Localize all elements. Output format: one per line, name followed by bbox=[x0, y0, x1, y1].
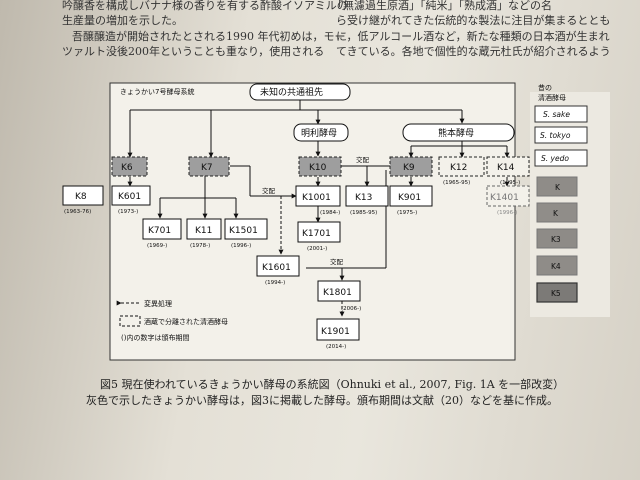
svg-text:K9: K9 bbox=[403, 163, 415, 173]
svg-text:K8: K8 bbox=[75, 192, 87, 202]
svg-text:(2001-): (2001-) bbox=[307, 246, 327, 252]
legend-period-note: ()内の数字は頒布期間 bbox=[121, 333, 189, 342]
svg-text:K: K bbox=[555, 183, 561, 192]
svg-text:(2006-): (2006-) bbox=[341, 306, 361, 312]
svg-text:(1996-): (1996-) bbox=[497, 210, 517, 216]
cross-label: 交配 bbox=[330, 257, 344, 266]
figure-caption-line1: 図5 現在使われているきょうかい酵母の系統図（Ohnuki et al., 20… bbox=[100, 378, 565, 391]
svg-text:(1973-): (1973-) bbox=[118, 209, 138, 215]
svg-text:K14: K14 bbox=[497, 163, 515, 173]
gray-swatch: K3 bbox=[536, 228, 578, 249]
svg-text:S. yedo: S. yedo bbox=[541, 154, 569, 163]
node-K12: K12 (1965-95) bbox=[438, 156, 485, 186]
right-panel-title-1: 昔の bbox=[538, 84, 552, 92]
node-K1701: K1701 (2001-) bbox=[297, 221, 341, 252]
svg-text:K: K bbox=[553, 209, 559, 218]
svg-text:(1963-76): (1963-76) bbox=[64, 209, 91, 215]
cross-label: 交配 bbox=[356, 155, 370, 164]
node-K601: K601 (1973-) bbox=[111, 185, 151, 215]
svg-text:K13: K13 bbox=[355, 193, 372, 203]
svg-text:(1969-): (1969-) bbox=[147, 243, 167, 249]
svg-text:K4: K4 bbox=[551, 262, 561, 271]
node-K6: K6 bbox=[111, 156, 148, 177]
svg-text:K601: K601 bbox=[118, 192, 141, 202]
svg-text:(1978-): (1978-) bbox=[190, 243, 210, 249]
body-text-line: ツァルト没後200年ということも重なり，使用される bbox=[62, 45, 325, 58]
svg-text:K1401: K1401 bbox=[490, 193, 519, 203]
gray-swatch: K5 bbox=[536, 282, 578, 303]
svg-text:S. tokyo: S. tokyo bbox=[540, 131, 571, 140]
svg-text:K1701: K1701 bbox=[302, 229, 331, 239]
svg-text:明利酵母: 明利酵母 bbox=[301, 127, 337, 139]
svg-text:(1995-): (1995-) bbox=[500, 180, 520, 186]
svg-text:K1501: K1501 bbox=[229, 226, 258, 236]
node-K7: K7 bbox=[188, 156, 230, 177]
svg-text:未知の共通祖先: 未知の共通祖先 bbox=[260, 86, 323, 98]
node-K1001: K1001 (1984-) bbox=[295, 185, 341, 216]
species-box: S. tokyo bbox=[534, 126, 588, 144]
body-text-line: 吾醸醸造が開始されたとされる1990 年代初めは，モー bbox=[72, 30, 346, 43]
svg-text:K1801: K1801 bbox=[323, 288, 352, 298]
svg-text:K1601: K1601 bbox=[262, 263, 291, 273]
body-text-line: 「無濾過生原酒」「純米」「熟成酒」などの名 bbox=[332, 0, 552, 12]
svg-text:(2014-): (2014-) bbox=[326, 344, 346, 350]
svg-text:熊本酵母: 熊本酵母 bbox=[438, 127, 474, 139]
node-K13: K13 (1985-95) bbox=[345, 185, 389, 216]
gray-swatch: K bbox=[536, 202, 578, 223]
node-ancestor: 未知の共通祖先 bbox=[249, 83, 351, 101]
node-kumamoto: 熊本酵母 bbox=[402, 123, 515, 142]
node-K1901: K1901 (2014-) bbox=[316, 318, 360, 350]
svg-text:K3: K3 bbox=[551, 235, 561, 244]
node-K1601: K1601 (1994-) bbox=[256, 255, 300, 286]
svg-text:K701: K701 bbox=[148, 226, 171, 236]
svg-text:K901: K901 bbox=[398, 193, 421, 203]
right-panel-title-2: 清酒酵母 bbox=[538, 93, 566, 102]
svg-text:K10: K10 bbox=[309, 163, 327, 173]
svg-text:S. sake: S. sake bbox=[543, 110, 570, 119]
legend: 変異処理 酒蔵で分離された清酒酵母 ()内の数字は頒布期間 bbox=[116, 299, 228, 342]
svg-text:K5: K5 bbox=[551, 289, 561, 298]
node-K10: K10 bbox=[298, 156, 342, 177]
body-text-line: ら受け継がれてきた伝統的な製法に注目が集まるととも bbox=[336, 14, 611, 27]
svg-text:K11: K11 bbox=[195, 226, 212, 236]
legend-mutation: 変異処理 bbox=[144, 299, 172, 308]
node-K901: K901 (1975-) bbox=[389, 185, 433, 216]
svg-text:K7: K7 bbox=[201, 163, 213, 173]
svg-text:K6: K6 bbox=[121, 163, 133, 173]
body-text-line: てきている。各地で個性的な蔵元杜氏が紹介されるよう bbox=[336, 45, 611, 58]
svg-text:K12: K12 bbox=[450, 163, 467, 173]
node-K14: K14 (1995-) bbox=[486, 156, 530, 186]
body-text-line: 吟醸香を構成しバナナ様の香りを有する酢酸イソアミルの bbox=[62, 0, 348, 12]
lineage-connectors bbox=[127, 100, 510, 317]
svg-text:(1985-95): (1985-95) bbox=[350, 210, 377, 216]
node-K1801: K1801 (2006-) bbox=[317, 280, 361, 312]
node-K1501: K1501 (1996-) bbox=[224, 218, 268, 249]
svg-text:(1965-95): (1965-95) bbox=[443, 180, 470, 186]
gray-swatch: K4 bbox=[536, 255, 578, 276]
node-K8: K8 (1963-76) bbox=[62, 185, 104, 215]
body-text-line: に，低アルコール酒など，新たな種類の日本酒が生まれ bbox=[336, 30, 610, 43]
svg-text:K1901: K1901 bbox=[321, 327, 350, 337]
legend-isolated: 酒蔵で分離された清酒酵母 bbox=[144, 317, 228, 326]
svg-text:K1001: K1001 bbox=[302, 193, 331, 203]
svg-text:(1996-): (1996-) bbox=[231, 243, 251, 249]
cross-label: 交配 bbox=[262, 186, 276, 195]
svg-text:(1994-): (1994-) bbox=[265, 280, 285, 286]
node-K11: K11 (1978-) bbox=[186, 218, 222, 249]
species-box: S. sake bbox=[534, 105, 588, 123]
node-K701: K701 (1969-) bbox=[142, 218, 182, 249]
body-text-line: 生産量の増加を示した。 bbox=[62, 14, 183, 27]
node-K9: K9 bbox=[389, 156, 433, 177]
species-box: S. yedo bbox=[534, 149, 588, 167]
svg-text:(1975-): (1975-) bbox=[397, 210, 417, 216]
node-K1401: K1401 (1996-) bbox=[486, 185, 530, 216]
svg-text:(1984-): (1984-) bbox=[320, 210, 340, 216]
figure-caption-line2: 灰色で示したきょうかい酵母は，図3に掲載した酵母。頒布期間は文献（20）などを基… bbox=[86, 394, 558, 407]
node-meiri: 明利酵母 bbox=[293, 123, 349, 142]
gray-swatch: K bbox=[536, 176, 578, 197]
frame-title: きょうかい7号酵母系統 bbox=[120, 87, 194, 96]
